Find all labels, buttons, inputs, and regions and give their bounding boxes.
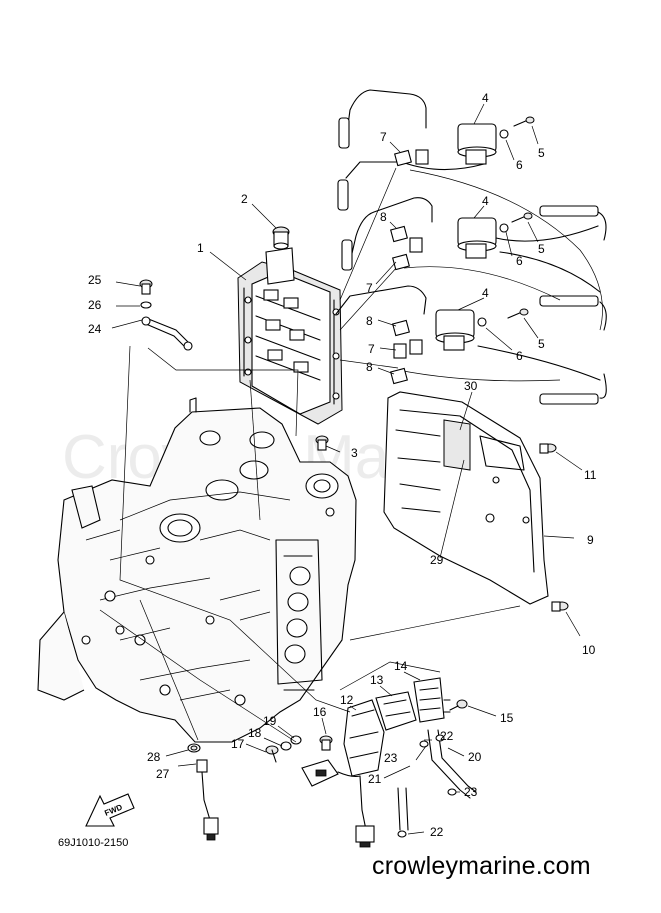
relay-13 bbox=[375, 691, 417, 731]
callout-26: 26 bbox=[88, 298, 102, 312]
callout-30: 30 bbox=[464, 379, 478, 393]
callout-labels: 1 2 3 4 4 4 5 5 5 6 6 6 7 7 7 8 8 8 9 10… bbox=[88, 91, 597, 839]
spark-plug-leads bbox=[335, 89, 607, 405]
cdi-connectors bbox=[263, 289, 309, 373]
connectors-7-8 bbox=[390, 149, 429, 385]
ignition-coil-upper bbox=[457, 123, 509, 165]
hoses bbox=[397, 729, 477, 838]
callout-16: 16 bbox=[313, 705, 327, 719]
callout-8-upper: 8 bbox=[380, 210, 387, 224]
ignition-coil-middle bbox=[457, 217, 509, 259]
rectifier-regulator bbox=[343, 699, 385, 848]
callout-4-lower: 4 bbox=[482, 286, 489, 300]
callout-23-upper: 23 bbox=[384, 751, 398, 765]
grommet bbox=[272, 226, 290, 250]
bolt-16 bbox=[319, 735, 333, 751]
harness-plug bbox=[301, 759, 361, 787]
sensor-27 bbox=[196, 759, 219, 841]
callout-2: 2 bbox=[241, 192, 248, 206]
callout-11: 11 bbox=[584, 468, 597, 482]
callout-leaders bbox=[111, 103, 583, 835]
callout-25: 25 bbox=[88, 273, 102, 287]
washer-28 bbox=[187, 743, 201, 753]
callout-29: 29 bbox=[430, 553, 444, 567]
callout-21: 21 bbox=[368, 772, 382, 786]
callout-6-upper: 6 bbox=[516, 158, 523, 172]
diagram-code: 69J1010-2150 bbox=[58, 837, 128, 849]
callout-28: 28 bbox=[147, 750, 161, 764]
ignition-coil-lower bbox=[435, 309, 487, 351]
callout-10: 10 bbox=[582, 643, 596, 657]
callout-12: 12 bbox=[340, 693, 354, 707]
block-bolts bbox=[81, 507, 335, 706]
callout-5-lower: 5 bbox=[538, 337, 545, 351]
bolts-17-18-19 bbox=[265, 735, 302, 763]
callout-5-upper: 5 bbox=[538, 146, 545, 160]
cylinder-ports bbox=[275, 539, 323, 691]
callout-15: 15 bbox=[500, 711, 514, 725]
callout-7-upper: 7 bbox=[380, 130, 387, 144]
coil-bolts bbox=[507, 116, 535, 319]
coil-harness bbox=[339, 167, 603, 382]
callout-4-upper: 4 bbox=[482, 91, 489, 105]
callout-18: 18 bbox=[248, 726, 262, 740]
electrical-cover bbox=[383, 391, 549, 605]
callout-17: 17 bbox=[231, 737, 245, 751]
callout-27: 27 bbox=[156, 767, 170, 781]
callout-24: 24 bbox=[88, 322, 102, 336]
callout-5-middle: 5 bbox=[538, 242, 545, 256]
callout-7-lower: 7 bbox=[368, 342, 375, 356]
cdi-unit bbox=[237, 247, 343, 425]
bolt-3 bbox=[315, 435, 329, 451]
callout-9: 9 bbox=[587, 533, 594, 547]
reference-lines bbox=[99, 345, 521, 743]
callout-4-middle: 4 bbox=[482, 194, 489, 208]
callout-19: 19 bbox=[263, 714, 277, 728]
callout-6-lower: 6 bbox=[516, 349, 523, 363]
engine-block bbox=[37, 397, 357, 743]
relay-14 bbox=[413, 677, 451, 723]
callout-6-middle: 6 bbox=[516, 254, 523, 268]
cover-bolts bbox=[539, 443, 569, 612]
callout-1: 1 bbox=[197, 241, 204, 255]
bolt-25 bbox=[139, 279, 153, 295]
callout-8-middle: 8 bbox=[366, 314, 373, 328]
callout-22-lower: 22 bbox=[430, 825, 444, 839]
site-url: crowleymarine.com bbox=[372, 852, 591, 880]
bolt-15 bbox=[449, 699, 468, 711]
callout-3: 3 bbox=[351, 446, 358, 460]
head-bosses bbox=[159, 397, 339, 543]
fwd-arrow-icon: FWD bbox=[85, 793, 135, 827]
callout-13: 13 bbox=[370, 673, 384, 687]
callout-7-middle: 7 bbox=[366, 281, 373, 295]
callout-22-upper: 22 bbox=[440, 729, 454, 743]
callout-20: 20 bbox=[468, 750, 482, 764]
washer-26 bbox=[140, 301, 152, 309]
bracket-24 bbox=[141, 316, 193, 351]
callout-14: 14 bbox=[394, 659, 408, 673]
callout-8-lower: 8 bbox=[366, 360, 373, 374]
callout-23-lower: 23 bbox=[464, 785, 478, 799]
